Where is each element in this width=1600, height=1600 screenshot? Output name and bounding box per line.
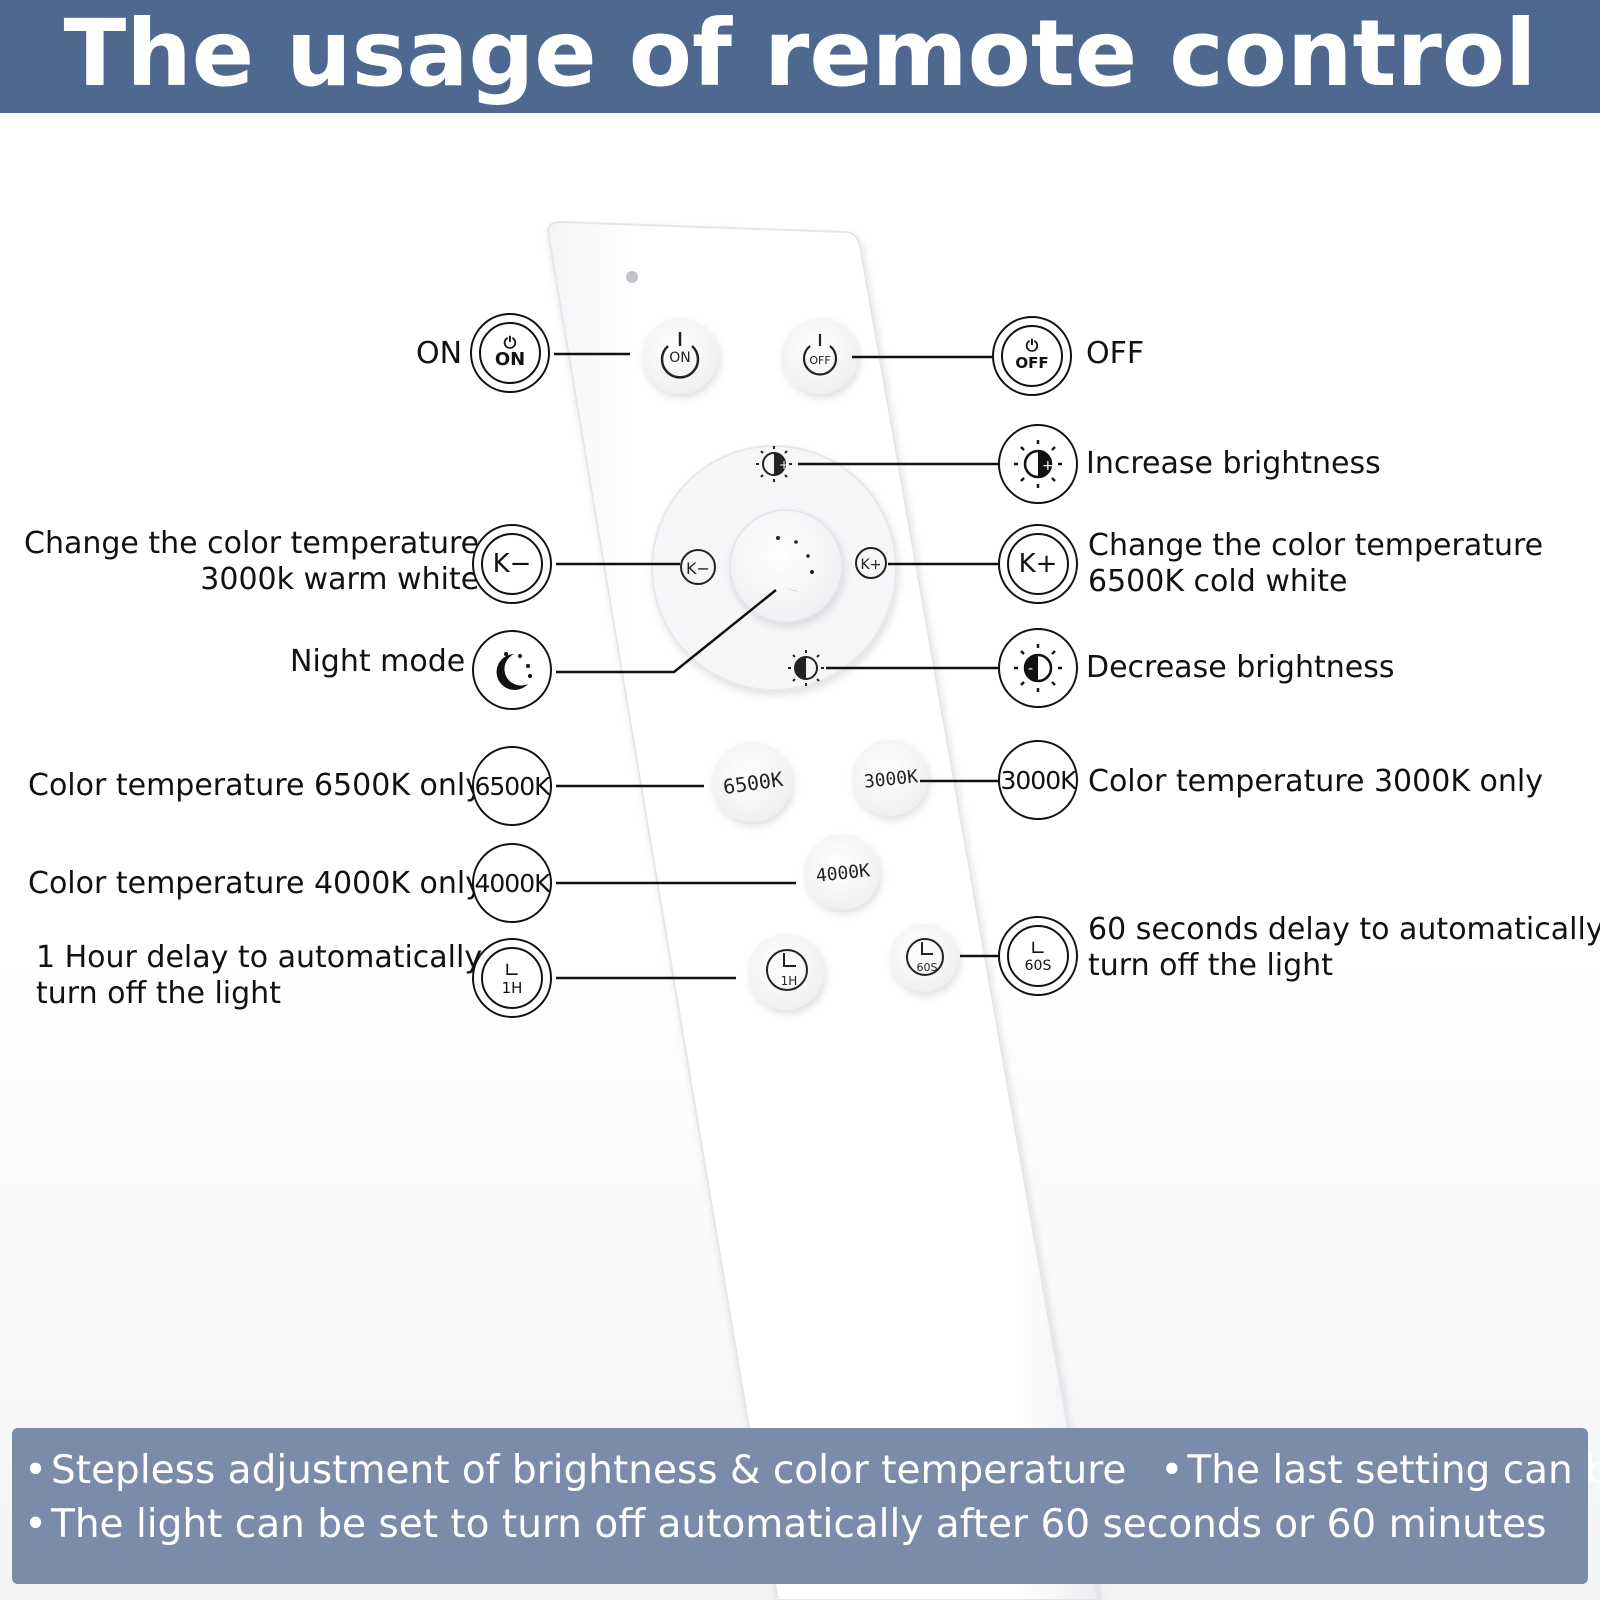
on-button [642,318,718,394]
label-1h-delay: 1 Hour delay to automatically turn off t… [36,940,483,1011]
on-button-text: ON [669,350,691,366]
off-button [782,318,858,394]
connector-lines [554,352,998,980]
bullet-icon: • [24,1448,48,1493]
k-minus-icon: K− [472,524,552,604]
feature-row-2: •The light can be set to turn off automa… [24,1498,1576,1552]
60s-button [890,924,958,992]
off-button-glyph [802,334,838,376]
page-title: The usage of remote control [0,0,1600,113]
label-6500k: Color temperature 6500K only [28,768,483,803]
on-button-glyph [660,332,700,379]
bullet-icon: • [1160,1448,1184,1493]
temp-3000k-icon: 3000K [998,740,1078,820]
power-off-icon: ⏻ OFF [992,316,1072,396]
timer-60s-icon: ∟ 60S [998,916,1078,996]
feature-stepless: Stepless adjustment of brightness & colo… [51,1448,1127,1493]
k-minus-button-text: K− [686,559,710,578]
svg-text:-: - [1028,661,1033,677]
bullet-icon: • [24,1502,48,1547]
k-plus-button-text: K+ [861,557,882,573]
timer-1h-icon: ∟ 1H [472,938,552,1018]
label-off: OFF [1086,336,1145,371]
led-indicator [626,271,638,283]
remote-body [546,220,1100,1600]
label-on: ON [416,336,463,371]
feature-row-1: •Stepless adjustment of brightness & col… [24,1444,1600,1498]
3000k-button [852,740,928,816]
night-button [729,509,843,623]
temp-6500k-icon: 6500K [472,746,552,826]
temp-4000k-icon: 4000K [472,843,552,923]
off-button-text: OFF [809,354,830,367]
feature-auto-off: The light can be set to turn off automat… [51,1502,1547,1547]
label-night-mode: Night mode [290,644,466,679]
label-increase-brightness: Increase brightness [1086,446,1381,481]
brightness-up-icon: + [998,424,1078,504]
svg-text:+: + [779,458,789,472]
moon-icon [472,630,552,710]
brightness-down-icon: - [998,628,1078,708]
svg-text:+: + [1042,458,1054,474]
4000k-button [804,834,880,910]
k-plus-icon: K+ [998,524,1078,604]
label-3000k: Color temperature 3000K only [1088,764,1543,799]
power-on-icon: ⏻ ON [470,313,550,393]
1h-button-text: 1H [781,974,798,988]
feature-memory: The last setting can be saved [1187,1448,1600,1493]
label-k-minus: Change the color temperature 3000k warm … [24,526,480,597]
60s-button-text: 60S [917,961,938,974]
label-k-plus: Change the color temperature 6500K cold … [1088,528,1544,599]
label-decrease-brightness: Decrease brightness [1086,650,1395,685]
feature-summary-banner: •Stepless adjustment of brightness & col… [12,1428,1600,1584]
label-4000k: Color temperature 4000K only [28,866,483,901]
label-60s-delay: 60 seconds delay to automatically turn o… [1088,912,1600,983]
6500k-button [712,742,792,822]
1h-button [748,934,824,1010]
